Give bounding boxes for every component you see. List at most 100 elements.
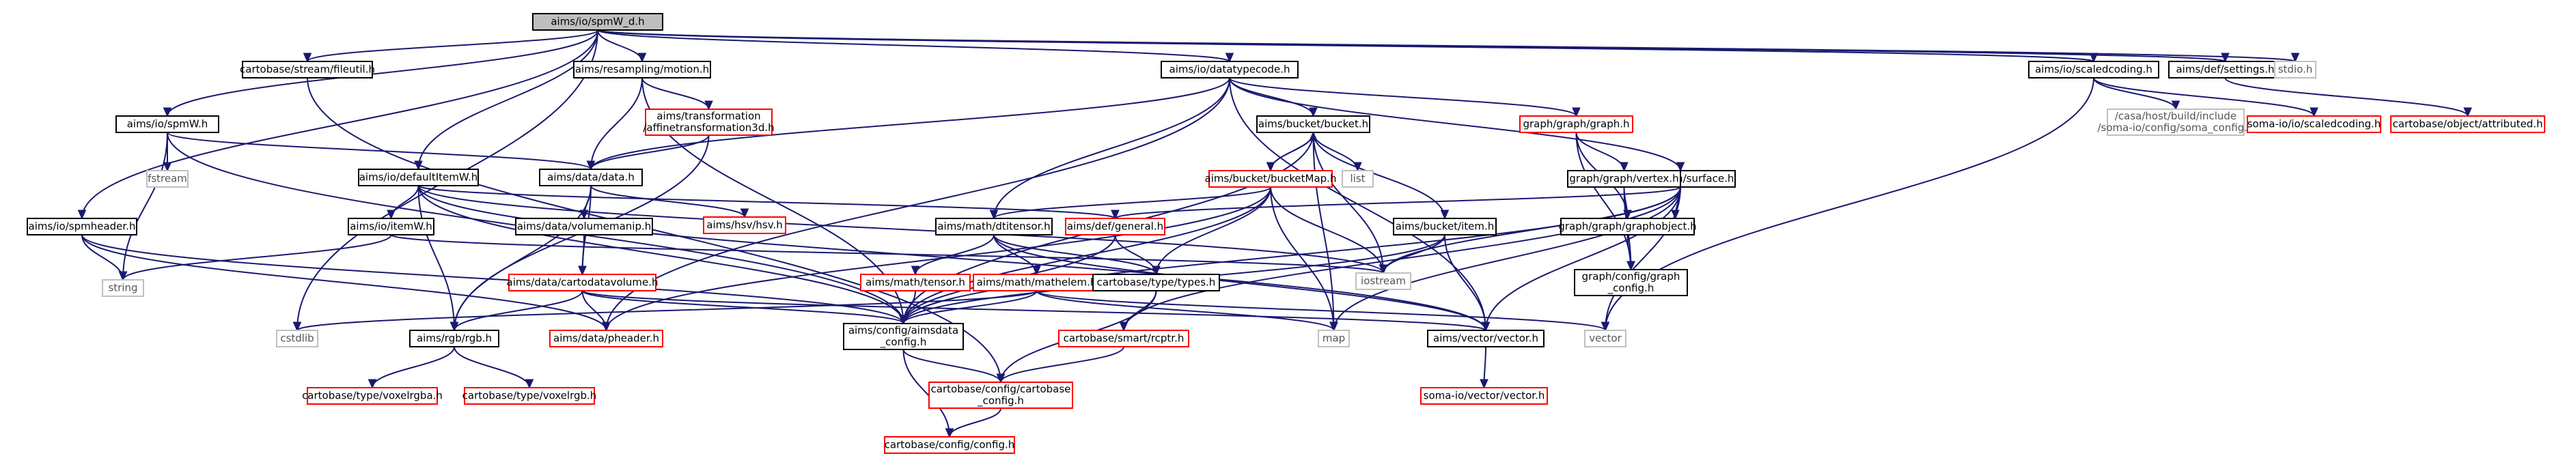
node-spmW[interactable]: aims/io/spmW.h	[115, 115, 219, 133]
node-graphh[interactable]: graph/graph/graph.h	[1519, 115, 1633, 133]
node-aimsdata[interactable]: aims/config/aimsdata_config.h	[843, 323, 964, 350]
node-voxelrgba[interactable]: cartobase/type/voxelrgba.h	[302, 387, 443, 405]
edge-bucketmap-to-map	[1270, 186, 1334, 330]
node-cartoconfig[interactable]: cartobase/config/cartobase_config.h	[928, 382, 1073, 409]
node-item[interactable]: aims/bucket/item.h	[1393, 218, 1497, 235]
node-dtitensor[interactable]: aims/math/dtitensor.h	[935, 218, 1053, 235]
node-label: aims/io/scaledcoding.h	[2035, 63, 2152, 76]
node-graphobject[interactable]: graph/graph/graphobject.h	[1558, 218, 1697, 235]
node-iostream[interactable]: iostream	[1355, 272, 1411, 290]
edge-spmW-to-datah	[167, 132, 591, 169]
node-label: /affinetransformation3d.h	[643, 121, 774, 134]
edge-spmW-to-string	[123, 132, 168, 280]
node-attributed[interactable]: cartobase/object/attributed.h	[2390, 115, 2545, 133]
edge-item-to-vectorh	[1444, 234, 1486, 330]
node-volmanip[interactable]: aims/data/volumemanip.h	[515, 218, 653, 235]
node-box	[703, 216, 786, 234]
node-label: aims/def/settings.h	[2176, 63, 2274, 76]
node-motion[interactable]: aims/resampling/motion.h	[573, 61, 711, 78]
node-defitemW[interactable]: aims/io/defaultItemW.h	[358, 169, 479, 186]
node-label: iostream	[1361, 275, 1406, 287]
edge-motion-to-affine	[641, 77, 709, 109]
node-label: cartobase/config/config.h	[885, 439, 1015, 451]
node-general[interactable]: aims/def/general.h	[1065, 218, 1165, 235]
node-somavector[interactable]: soma-io/vector/vector.h	[1420, 387, 1548, 405]
node-graphconfig[interactable]: graph/config/graph_config.h	[1574, 269, 1688, 296]
node-box	[884, 436, 1015, 454]
node-datah[interactable]: aims/data/data.h	[539, 169, 643, 186]
node-cartovol[interactable]: aims/data/cartodatavolume.h	[507, 274, 659, 291]
edge-bucketmap-to-aimsdata	[904, 186, 1271, 324]
node-bucketmap[interactable]: aims/bucket/bucketMap.h	[1205, 170, 1337, 188]
edge-datatypecode-to-datah	[591, 77, 1230, 169]
node-label: _config.h	[1607, 282, 1654, 295]
node-root[interactable]: aims/io/spmW_d.h	[532, 13, 663, 31]
node-box	[860, 274, 971, 291]
node-box	[2274, 61, 2316, 78]
node-label: aims/io/spmheader.h	[29, 220, 136, 233]
node-label: aims/def/general.h	[1067, 220, 1163, 233]
node-spmheader[interactable]: aims/io/spmheader.h	[27, 218, 137, 235]
edge-root-to-defitemW	[419, 29, 598, 169]
node-string[interactable]: string	[102, 279, 144, 297]
node-map[interactable]: map	[1318, 330, 1350, 347]
node-config[interactable]: cartobase/config/config.h	[884, 436, 1015, 454]
node-rcptr[interactable]: cartobase/smart/rcptr.h	[1058, 330, 1189, 347]
node-label: aims/hsv/hsv.h	[706, 219, 782, 231]
node-hsv[interactable]: aims/hsv/hsv.h	[703, 216, 786, 234]
edge-scaledcoding-to-somascaled	[2093, 77, 2314, 116]
node-box	[348, 218, 434, 235]
edge-datatypecode-to-dtitensor	[994, 77, 1230, 218]
edge-motion-to-datah	[591, 77, 643, 169]
node-bucket[interactable]: aims/bucket/bucket.h	[1256, 115, 1370, 133]
edge-rcptr-to-cartoconfig	[1001, 346, 1124, 382]
edge-defitemW-to-iostream	[417, 185, 1384, 273]
edge-defitemW-to-aimsdata	[417, 185, 904, 324]
node-box	[1318, 330, 1350, 347]
node-box	[1092, 274, 1220, 291]
node-fstream[interactable]: fstream	[146, 170, 189, 188]
node-vector[interactable]: vector	[1584, 330, 1626, 347]
node-label: _config.h	[977, 395, 1024, 407]
edge-defitemW-to-general	[417, 185, 1116, 218]
node-tensor[interactable]: aims/math/tensor.h	[860, 274, 971, 291]
node-label: aims/rgb/rgb.h	[417, 332, 492, 345]
node-cstdlib[interactable]: cstdlib	[276, 330, 318, 347]
node-scaledcoding[interactable]: aims/io/scaledcoding.h	[2028, 61, 2159, 78]
edge-bucketmap-to-types	[1157, 186, 1271, 274]
node-label: cartobase/type/voxelrgb.h	[462, 390, 597, 402]
node-label: cstdlib	[280, 332, 314, 345]
node-label: /soma-io/config/soma_config.h	[2097, 121, 2254, 134]
node-label: aims/io/datatypecode.h	[1169, 63, 1290, 76]
node-voxelrgb[interactable]: cartobase/type/voxelrgb.h	[462, 387, 597, 405]
node-mathelem[interactable]: aims/math/mathelem.h	[973, 274, 1100, 291]
edge-spmheader-to-string	[81, 234, 123, 280]
node-affine[interactable]: aims/transformation/affinetransformation…	[643, 109, 775, 136]
node-datatypecode[interactable]: aims/io/datatypecode.h	[1161, 61, 1299, 78]
node-label: cartobase/object/attributed.h	[2393, 118, 2543, 130]
node-rgb[interactable]: aims/rgb/rgb.h	[409, 330, 499, 347]
node-stdio[interactable]: stdio.h	[2274, 61, 2316, 78]
edge-dtitensor-to-tensor	[915, 234, 995, 274]
edge-defitemW-to-itemW	[391, 185, 419, 218]
node-label: list	[1350, 173, 1365, 185]
node-box	[973, 274, 1100, 291]
node-pheader[interactable]: aims/data/pheader.h	[549, 330, 663, 347]
node-types[interactable]: cartobase/type/types.h	[1092, 274, 1220, 291]
node-vectorh[interactable]: aims/vector/vector.h	[1427, 330, 1545, 347]
edge-itemW-to-iostream	[390, 234, 1384, 273]
node-itemW[interactable]: aims/io/itemW.h	[348, 218, 434, 235]
node-vertex[interactable]: graph/graph/vertex.h	[1567, 170, 1681, 188]
node-somascaled[interactable]: soma-io/io/scaledcoding.h	[2247, 115, 2381, 133]
node-label: aims/math/dtitensor.h	[937, 220, 1050, 233]
node-label: aims/io/spmW_d.h	[551, 16, 644, 29]
node-box	[1420, 387, 1548, 405]
node-label: aims/bucket/bucketMap.h	[1205, 173, 1337, 185]
node-label: aims/io/spmW.h	[127, 118, 208, 130]
edge-volmanip-to-cartovol	[583, 234, 585, 274]
node-list[interactable]: list	[1342, 170, 1374, 188]
edge-surface-to-vector	[1605, 186, 1681, 330]
node-fileutil[interactable]: cartobase/stream/fileutil.h	[240, 61, 375, 78]
node-somaconfig[interactable]: /casa/host/build/include/soma-io/config/…	[2097, 109, 2254, 136]
node-settings[interactable]: aims/def/settings.h	[2168, 61, 2282, 78]
